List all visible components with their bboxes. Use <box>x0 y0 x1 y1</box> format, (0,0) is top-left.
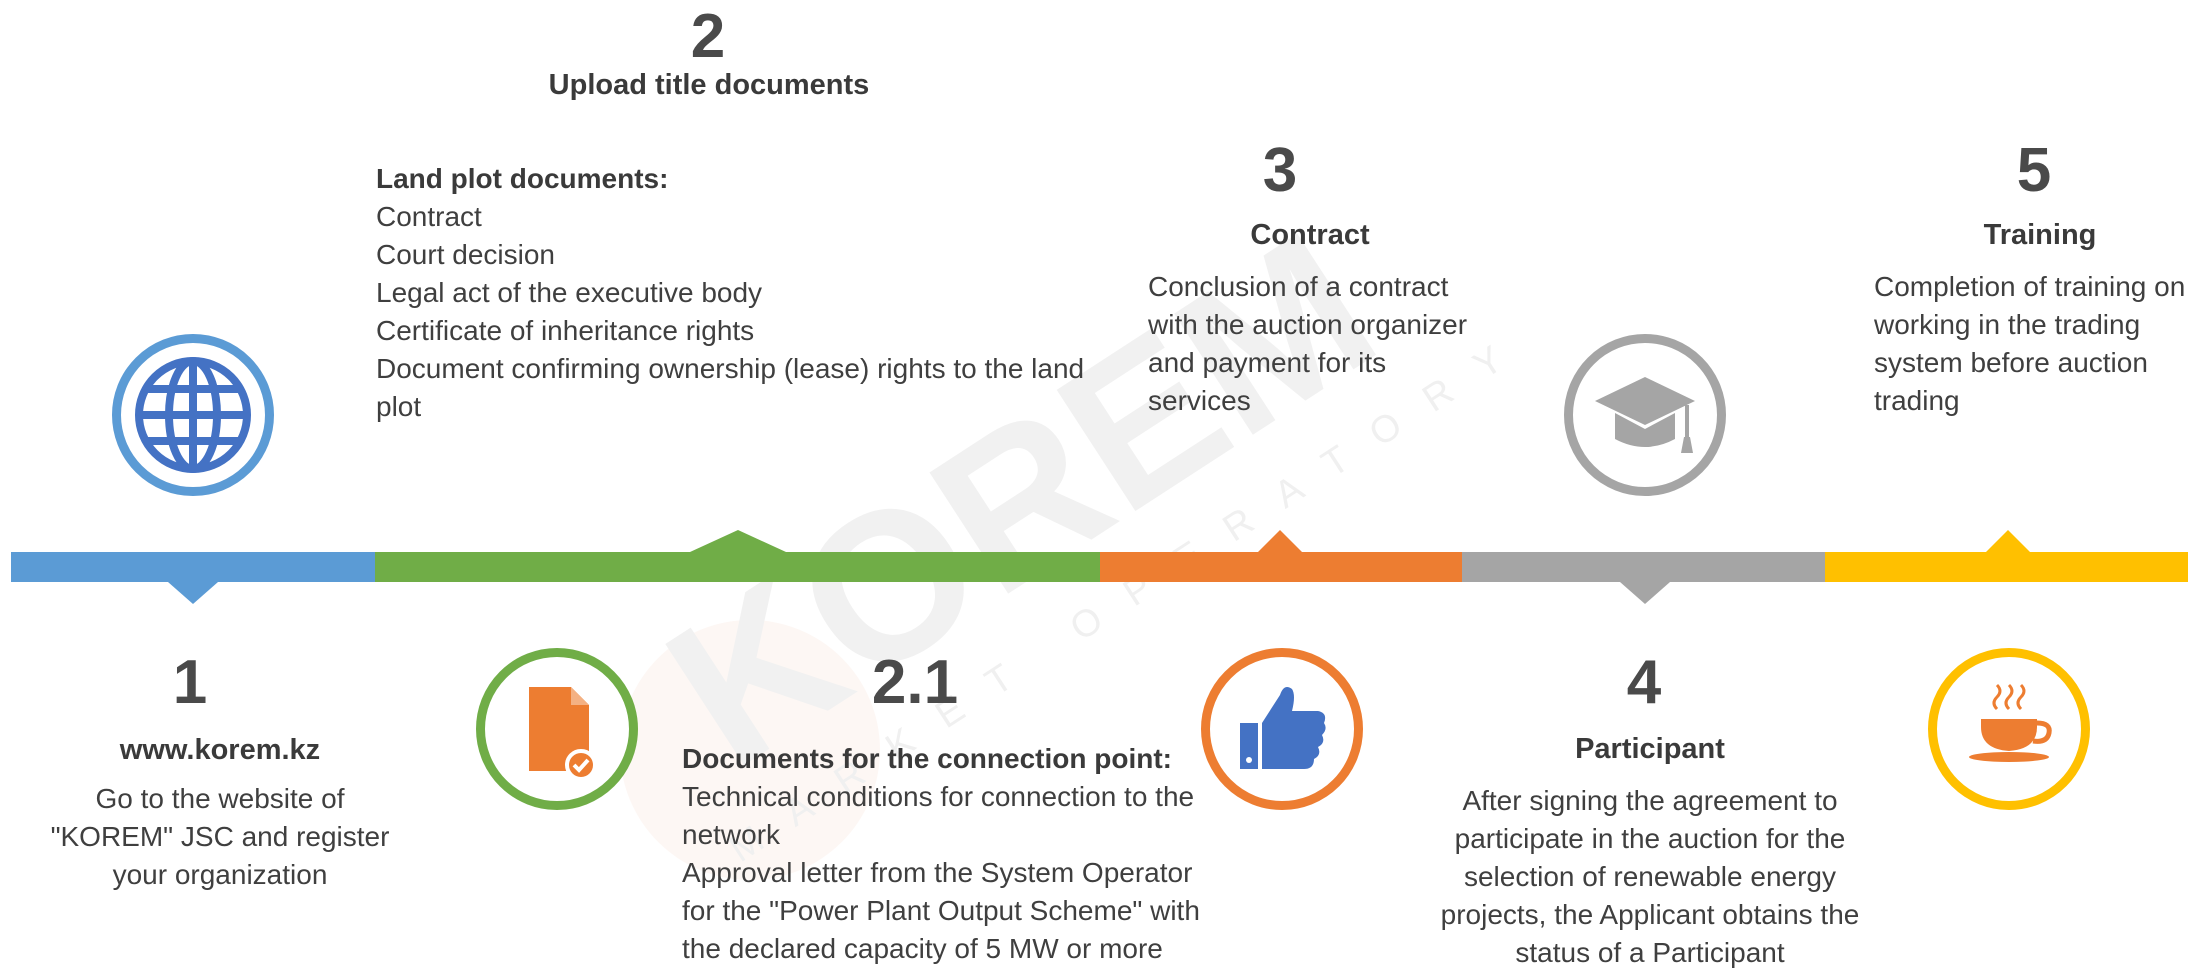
timeline-markers <box>168 530 2030 604</box>
step-3-description: Conclusion of a contract with the auctio… <box>1148 268 1488 420</box>
step-1-description: Go to the website of "KOREM" JSC and reg… <box>40 780 400 894</box>
land-document-item: Court decision <box>376 239 555 270</box>
globe-icon <box>135 357 251 473</box>
step-2-heading: Land plot documents: <box>376 163 669 194</box>
step-5-number: 5 <box>2016 136 2052 205</box>
step-2-title: Upload title documents <box>548 69 870 101</box>
land-document-item: Certificate of inheritance rights <box>376 315 755 346</box>
document-check-icon <box>529 687 597 781</box>
step-3-line: and payment for its <box>1148 347 1387 378</box>
step-3-line: Conclusion of a contract <box>1148 271 1449 302</box>
step-2-1-connection-documents: Documents for the connection point: Tech… <box>682 740 1242 968</box>
step-4-line: selection of renewable energy <box>1463 861 1836 892</box>
land-document-item: Document confirming ownership (lease) ri… <box>376 353 1085 384</box>
step-1-line: your organization <box>112 859 328 890</box>
connection-document-item: Technical conditions for connection to t… <box>682 781 1195 812</box>
step-4-line: status of a Participant <box>1515 937 1785 968</box>
step-1-icon-circle <box>112 334 274 496</box>
timeline-segment-4 <box>1462 552 1825 582</box>
step-4-title: Participant <box>1575 733 1725 765</box>
step-2-number: 2 <box>690 2 726 71</box>
step-1-line: "KOREM" JSC and register <box>50 821 390 852</box>
connection-document-item: for the "Power Plant Output Scheme" with <box>682 895 1200 926</box>
thumbs-up-icon <box>1240 687 1326 769</box>
step-5-title: Training <box>1983 219 2097 251</box>
connection-document-item: the declared capacity of 5 MW or more <box>682 933 1163 964</box>
step-3-line: with the auction organizer <box>1148 309 1468 340</box>
step-4-icon-circle <box>1564 334 1726 496</box>
step-2-1-number: 2.1 <box>871 648 959 717</box>
step-3-line: services <box>1148 385 1251 416</box>
step-4-line: After signing the agreement to <box>1462 785 1838 816</box>
timeline-segment-1 <box>11 552 375 582</box>
step-5-line: Completion of training on <box>1874 271 2186 302</box>
step-5-line: working in the trading <box>1874 309 2141 340</box>
timeline-segment-3 <box>1100 552 1462 582</box>
step-1-title: www.korem.kz <box>119 734 321 766</box>
step-4-line: participate in the auction for the <box>1454 823 1846 854</box>
land-document-item: Legal act of the executive body <box>376 277 763 308</box>
step-5-line: system before auction <box>1874 347 2148 378</box>
land-document-item: Contract <box>376 201 482 232</box>
connection-document-item: network <box>682 819 781 850</box>
step-3-icon-circle <box>1201 648 1363 810</box>
step-5-description: Completion of training on working in the… <box>1874 268 2192 420</box>
timeline-segment-5 <box>1825 552 2188 582</box>
step-3-title: Contract <box>1250 219 1370 251</box>
step-4-line: projects, the Applicant obtains the <box>1440 899 1860 930</box>
step-2-land-documents: Land plot documents: Contract Court deci… <box>376 160 1096 426</box>
step-2-1-heading: Documents for the connection point: <box>682 743 1172 774</box>
land-document-item: plot <box>376 391 422 422</box>
graduation-cap-icon <box>1595 377 1695 453</box>
step-2-icon-circle <box>476 648 638 810</box>
connection-document-item: Approval letter from the System Operator <box>682 857 1193 888</box>
step-4-description: After signing the agreement to participa… <box>1420 782 1880 972</box>
step-1-number: 1 <box>172 648 208 717</box>
coffee-cup-icon <box>1969 683 2052 762</box>
step-5-icon-circle <box>1928 648 2090 810</box>
step-1-line: Go to the website of <box>95 783 345 814</box>
step-5-line: trading <box>1874 385 1960 416</box>
step-3-number: 3 <box>1262 136 1298 205</box>
timeline-segment-2 <box>375 552 1100 582</box>
step-4-number: 4 <box>1626 648 1662 717</box>
